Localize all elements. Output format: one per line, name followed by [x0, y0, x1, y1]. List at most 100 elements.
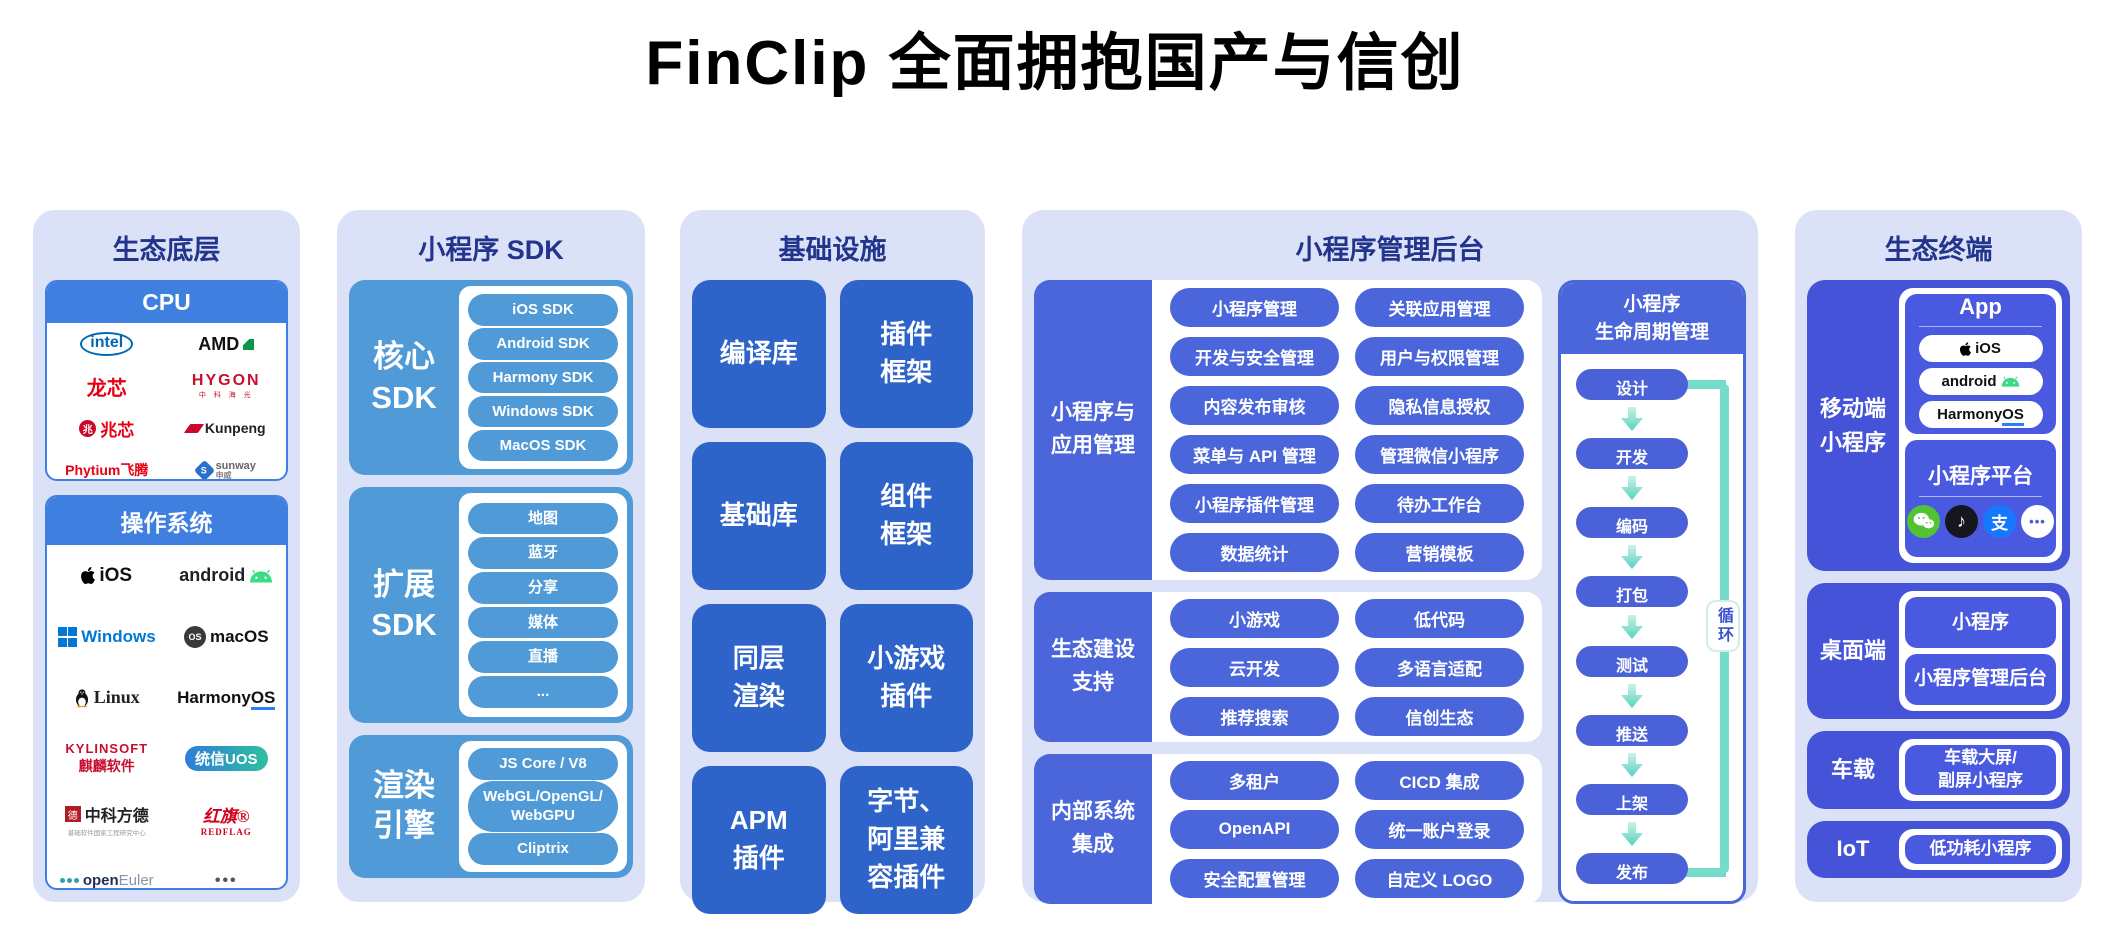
admin-pill: 营销模板 — [1355, 533, 1524, 572]
lifecycle-step: 开发 — [1576, 438, 1688, 470]
fangde-logo-sub: 基础软件国家工程研究中心 — [67, 830, 146, 838]
divider — [1918, 326, 2043, 327]
os-header: 操作系统 — [47, 497, 286, 546]
admin-pill: 安全配置管理 — [1170, 858, 1339, 898]
more-os-text: ••• — [214, 871, 238, 889]
sdk-group-extension: 扩展 SDK 地图 蓝牙 分享 媒体 直播 ... — [349, 487, 633, 723]
intel-logo-text: intel — [80, 332, 134, 356]
sdk-title: 小程序 SDK — [418, 235, 564, 265]
kylinsoft-logo-text: KYLINSOFT — [65, 740, 149, 756]
ios-pill-text: iOS — [1975, 340, 2001, 357]
sdk-render-panel: JS Core / V8 WebGL/OpenGL/ WebGPU Cliptr… — [459, 740, 627, 872]
admin-pill: 菜单与 API 管理 — [1170, 435, 1339, 474]
sunway-logo-text: sunway — [215, 459, 256, 472]
infra-tile: 组件 框架 — [839, 442, 973, 590]
column-admin: 小程序管理后台 小程序与 应用管理 小程序管理 关联应用管理 开发与安全管理 用… — [1022, 210, 1758, 904]
column-terminals: 生态终端 移动端 小程序 App iOS android HarmonyOS 小… — [1795, 210, 2082, 902]
down-arrow-icon — [1576, 545, 1688, 570]
intel-logo: intel — [47, 323, 167, 365]
admin-internal-label: 内部系统 集成 — [1034, 754, 1152, 904]
kunpeng-logo-text: Kunpeng — [204, 420, 266, 436]
amd-logo: AMD — [167, 323, 287, 365]
kunpeng-logo: Kunpeng — [167, 407, 287, 449]
android-robot-icon — [2001, 376, 2019, 387]
more-platforms-icon: ••• — [2021, 504, 2054, 538]
ios-logo: iOS — [47, 545, 167, 606]
lifecycle-step: 编码 — [1576, 507, 1688, 539]
infra-grid: 编译库 插件 框架 基础库 组件 框架 同层 渲染 小游戏 插件 APM 插件 … — [692, 280, 973, 914]
mobile-label: 移动端 小程序 — [1819, 395, 1886, 455]
sdk-ext-label: 扩展 SDK — [371, 566, 437, 643]
apple-icon — [81, 567, 96, 585]
admin-pill: 小程序管理 — [1170, 288, 1339, 327]
sunway-logo-sub: 申威 — [215, 470, 232, 480]
openeuler-icon — [59, 878, 79, 884]
admin-pill: 低代码 — [1355, 598, 1524, 638]
terminal-card-car: 车载 车载大屏/ 副屏小程序 — [1807, 730, 2070, 809]
redflag-logo-text: 红旗® — [202, 807, 250, 827]
macos-logo-text: macOS — [209, 626, 269, 646]
openeuler-logo-accent: Euler — [118, 871, 154, 889]
ios-logo-text: iOS — [99, 564, 133, 586]
sdk-pill: Cliptrix — [468, 833, 618, 865]
eco-base-title: 生态底层 — [112, 235, 221, 265]
amd-arrow-icon — [243, 338, 255, 350]
desktop-label: 桌面端 — [1819, 637, 1886, 663]
harmony-pill-text: Harmony — [1937, 406, 2003, 423]
linux-logo-text: Linux — [93, 687, 140, 708]
platform-panel-title: 小程序平台 — [1928, 464, 2033, 488]
admin-pill: 信创生态 — [1355, 696, 1524, 736]
android-robot-icon — [250, 569, 273, 583]
app-pill-android: android — [1918, 368, 2043, 395]
car-pill: 车载大屏/ 副屏小程序 — [1905, 744, 2056, 795]
lifecycle-step: 上架 — [1576, 783, 1688, 815]
android-logo: android — [167, 545, 287, 606]
desktop-pill: 小程序管理后台 — [1905, 653, 2056, 705]
admin-pill: 隐私信息授权 — [1355, 386, 1524, 425]
sunway-logo-icon: S — [193, 459, 215, 480]
admin-cards: 小程序与 应用管理 小程序管理 关联应用管理 开发与安全管理 用户与权限管理 内… — [1034, 280, 1542, 904]
douyin-icon: ♪ — [1945, 504, 1978, 538]
down-arrow-icon — [1576, 614, 1688, 639]
sdk-pill: ... — [468, 676, 618, 708]
hygon-logo-sub: 中 科 海 光 — [198, 392, 254, 399]
uos-logo-text: 统信UOS — [184, 746, 268, 772]
windows-icon — [57, 627, 78, 647]
windows-logo: Windows — [47, 606, 167, 667]
loongson-logo: 龙芯 — [47, 365, 167, 407]
lifecycle-step: 打包 — [1576, 576, 1688, 608]
sdk-pill: 地图 — [468, 502, 618, 535]
sdk-ext-panel: 地图 蓝牙 分享 媒体 直播 ... — [459, 493, 627, 717]
harmonyos-logo: HarmonyOS — [167, 667, 287, 728]
iot-pill: 低功耗小程序 — [1905, 834, 2056, 865]
column-sdk: 小程序 SDK 核心 SDK iOS SDK Android SDK Harmo… — [337, 210, 645, 902]
admin-pill: 多租户 — [1170, 760, 1339, 800]
macos-badge-icon: OS — [183, 625, 206, 648]
down-arrow-icon — [1576, 476, 1688, 501]
terminal-card-desktop: 桌面端 小程序 小程序管理后台 — [1807, 583, 2070, 719]
alipay-icon: 支 — [1983, 504, 2016, 538]
infra-tile: 基础库 — [692, 442, 826, 590]
redflag-logo: 红旗®REDFLAG — [167, 789, 287, 850]
loop-line-bottom — [1681, 868, 1726, 877]
admin-pill: 统一账户登录 — [1355, 809, 1524, 849]
app-pill-ios: iOS — [1918, 335, 2043, 362]
sdk-group-render: 渲染 引擎 JS Core / V8 WebGL/OpenGL/ WebGPU … — [349, 734, 633, 878]
infra-tile: 小游戏 插件 — [839, 604, 973, 752]
redflag-logo-sub: REDFLAG — [200, 827, 252, 838]
harmonyos-logo-text: Harmony — [177, 687, 251, 707]
lifecycle-flow: 设计 开发 编码 打包 测试 推送 上架 发布 — [1561, 354, 1743, 901]
amd-logo-text: AMD — [198, 333, 240, 354]
down-arrow-icon — [1576, 821, 1688, 846]
infra-tile: 编译库 — [692, 280, 826, 428]
infra-tile: 插件 框架 — [839, 280, 973, 428]
cpu-header: CPU — [47, 282, 286, 323]
lifecycle-step: 发布 — [1576, 852, 1688, 884]
app-pill-harmonyos: HarmonyOS — [1918, 401, 2043, 428]
page-title: FinClip 全面拥抱国产与信创 — [645, 29, 1465, 98]
admin-pill: 用户与权限管理 — [1355, 337, 1524, 376]
